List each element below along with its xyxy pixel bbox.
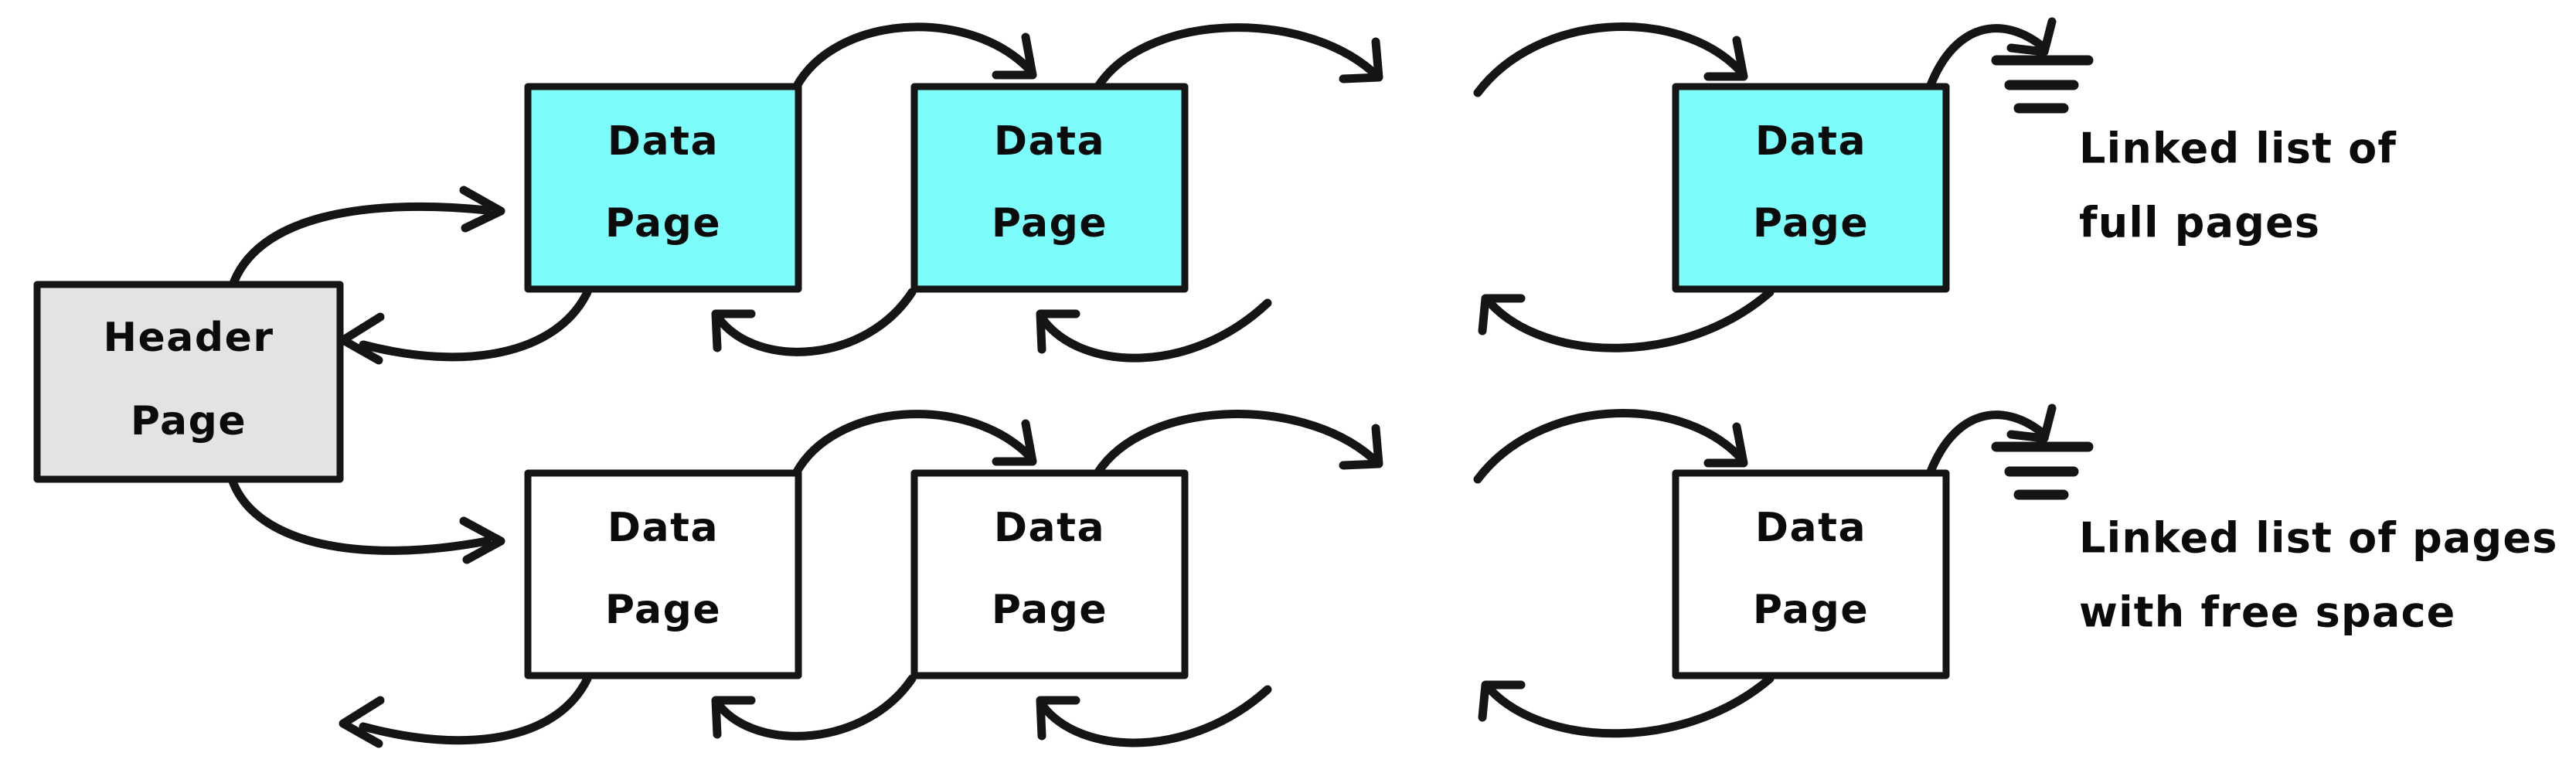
arrowhead-free-page-3-to-terminator: [2006, 404, 2057, 443]
arrowhead-free-page-2-to-1: [711, 696, 756, 739]
full-page-1-box[interactable]: [524, 83, 802, 293]
link-full-page-1-to-header: [359, 288, 592, 362]
arrowhead-gap-to-free-page-2-back: [1036, 696, 1080, 741]
link-full-page-3-to-gap-back: [1485, 288, 1775, 352]
full-page-3-label-line2: Page: [1753, 200, 1869, 247]
link-header-to-free-page-1: [227, 475, 492, 555]
link-full-page-2-to-1: [714, 288, 917, 356]
header-page-box[interactable]: [33, 281, 344, 483]
arrowhead-free-page-3-to-gap-back: [1478, 680, 1526, 722]
full-page-3-box[interactable]: [1672, 83, 1950, 293]
arrowhead-full-page-1-to-header: [339, 312, 385, 365]
top-row-back-links: [339, 288, 1775, 365]
link-free-page-1-to-header: [359, 674, 592, 745]
node-free-page-3[interactable]: Data Page: [1672, 469, 1950, 679]
free-pages-annotation: Linked list of pages with free space: [2079, 514, 2558, 637]
free-page-3-label-line1: Data: [1755, 505, 1866, 551]
link-gap-to-free-page-3: [1473, 409, 1744, 484]
full-page-3-label-line1: Data: [1755, 118, 1866, 165]
full-page-1-label-line1: Data: [607, 118, 719, 165]
arrowhead-full-page-2-to-gap: [1339, 37, 1383, 83]
free-page-3-label-line2: Page: [1753, 587, 1869, 633]
link-free-page-2-to-1: [714, 674, 917, 741]
link-full-page-2-to-gap: [1093, 23, 1376, 92]
arrowhead-gap-to-free-page-3: [1703, 422, 1748, 468]
arrowhead-full-page-1-to-2: [992, 32, 1037, 80]
link-header-to-full-page-1: [227, 202, 492, 292]
arrowhead-gap-to-full-page-3: [1703, 36, 1748, 81]
arrowhead-full-page-2-to-1: [711, 309, 756, 352]
full-pages-annotation-line2: full pages: [2079, 199, 2320, 247]
node-free-page-1[interactable]: Data Page: [524, 469, 802, 679]
link-free-page-2-to-gap: [1093, 410, 1376, 478]
full-pages-row: Data Page Data Page Data Page: [524, 83, 1950, 293]
link-gap-to-full-page-3: [1473, 22, 1744, 97]
free-pages-row: Data Page Data Page Data Page: [524, 469, 1950, 679]
link-gap-to-full-page-2-back: [1039, 298, 1272, 363]
arrowhead-free-page-1-to-2: [992, 419, 1037, 466]
bottom-row-back-links: [339, 674, 1775, 748]
free-page-3-box[interactable]: [1672, 469, 1950, 679]
header-page-label-line2: Page: [131, 398, 247, 444]
free-page-1-label-line2: Page: [605, 587, 721, 633]
node-full-page-2[interactable]: Data Page: [910, 83, 1189, 293]
link-full-page-3-to-terminator: [1926, 24, 2045, 90]
arrowhead-full-page-3-to-gap-back: [1478, 294, 1526, 335]
free-page-1-label-line1: Data: [607, 505, 719, 551]
free-page-2-label-line2: Page: [992, 587, 1108, 633]
full-pages-annotation: Linked list of full pages: [2079, 124, 2397, 247]
arrowhead-free-page-1-to-header: [339, 696, 385, 748]
node-full-page-3[interactable]: Data Page: [1672, 83, 1950, 293]
arrowhead-header-to-full-page-1: [459, 186, 505, 233]
free-pages-annotation-line2: with free space: [2079, 588, 2456, 637]
node-header-page[interactable]: Header Page: [33, 281, 344, 483]
link-free-page-1-to-2: [791, 410, 1033, 478]
top-row-forward-links: [227, 17, 2057, 292]
full-pages-terminator-ground-icon: [1991, 55, 2094, 114]
free-pages-terminator-ground-icon: [1991, 441, 2094, 500]
link-free-page-3-to-terminator: [1926, 410, 2045, 476]
bottom-row-forward-links: [227, 404, 2057, 564]
header-page-label-line1: Header: [103, 315, 274, 361]
full-pages-annotation-line1: Linked list of: [2079, 124, 2397, 173]
full-page-2-label-line1: Data: [994, 118, 1105, 165]
node-full-page-1[interactable]: Data Page: [524, 83, 802, 293]
free-page-1-box[interactable]: [524, 469, 802, 679]
free-page-2-box[interactable]: [910, 469, 1189, 679]
full-page-2-label-line2: Page: [992, 200, 1108, 247]
node-free-page-2[interactable]: Data Page: [910, 469, 1189, 679]
link-free-page-3-to-gap-back: [1485, 674, 1775, 738]
free-page-2-label-line1: Data: [994, 505, 1105, 551]
arrowhead-gap-to-full-page-2-back: [1036, 309, 1080, 354]
full-page-2-box[interactable]: [910, 83, 1189, 293]
arrowhead-free-page-2-to-gap: [1339, 424, 1383, 470]
link-full-page-1-to-2: [791, 22, 1033, 92]
link-gap-to-free-page-2-back: [1039, 685, 1272, 747]
full-page-1-label-line2: Page: [605, 200, 721, 247]
arrowhead-header-to-free-page-1: [459, 516, 505, 564]
arrowhead-full-page-3-to-terminator: [2006, 17, 2057, 56]
free-pages-annotation-line1: Linked list of pages: [2079, 514, 2558, 563]
